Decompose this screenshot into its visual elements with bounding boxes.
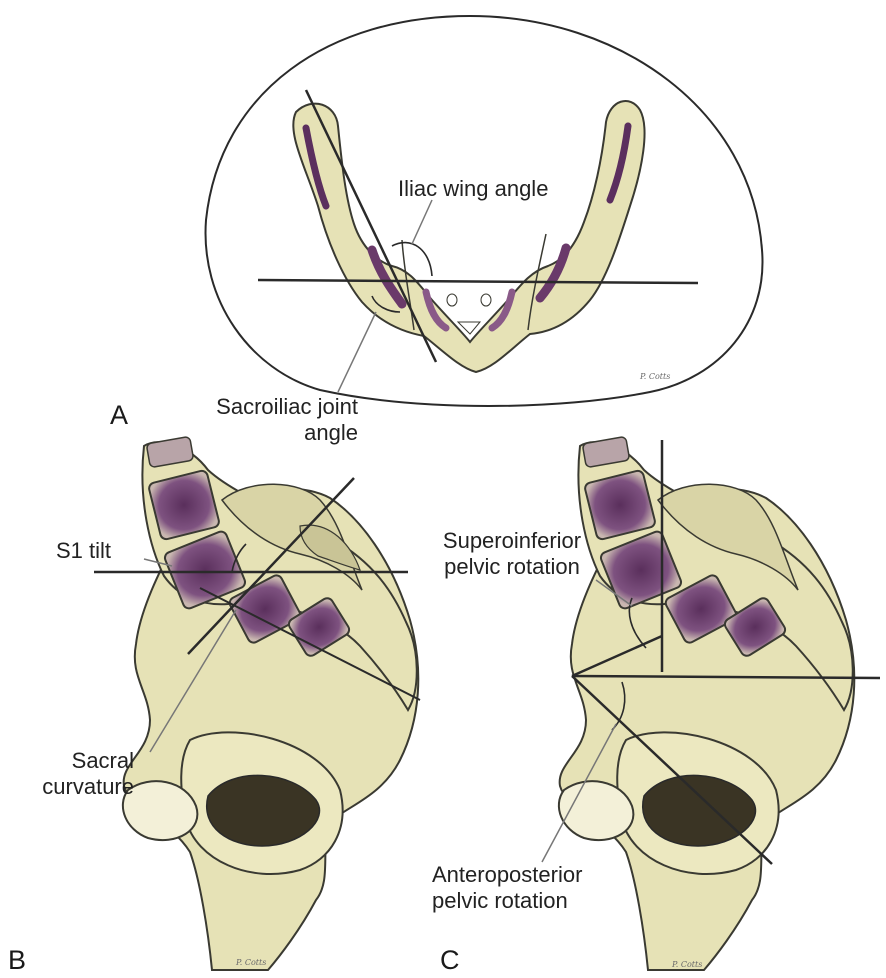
obturator-foramen-c	[641, 774, 757, 847]
sacroiliac-joint-right	[527, 233, 547, 331]
sacral-curvature-leader	[149, 609, 237, 753]
right-iliac-marrow	[606, 122, 632, 204]
sacral-body-marrow-right	[488, 288, 516, 332]
lumbar-posterior-elements-c	[656, 483, 799, 591]
sacroiliac-joint-left	[401, 239, 415, 331]
panel-c	[541, 436, 881, 971]
anteroposterior-label-line1: Anteroposterior	[432, 862, 583, 887]
superoinferior-rotation-arc	[628, 597, 647, 649]
iliac-wing-line	[304, 89, 438, 363]
panel-label-b: B	[8, 945, 27, 975]
sacroiliac-joint-angle-label-line2: angle	[304, 420, 358, 445]
s1-endplate-line	[187, 477, 355, 655]
vertebral-body-l5-c	[584, 469, 656, 541]
illustrator-signature-c: P. Cotts	[672, 960, 703, 969]
superoinferior-label-line1: Superoinferior	[442, 528, 582, 553]
sacral-foramen-left	[446, 293, 458, 307]
sacrum-cross-section	[292, 99, 646, 374]
horizontal-reference-line-c	[571, 674, 881, 680]
anteroposterior-leader	[541, 723, 617, 863]
s1-tilt-arc	[231, 543, 247, 573]
sacral-curvature-label-line2: curvature	[42, 774, 134, 799]
panel-label-c: C	[440, 945, 460, 975]
spinous-process-b	[299, 524, 361, 571]
sacroiliac-joint-angle-label-line1: Sacroiliac joint	[216, 394, 358, 419]
panel-label-a: A	[110, 400, 129, 430]
vertebral-body-s3-c	[723, 597, 787, 657]
anteroposterior-label-line2: pelvic rotation	[432, 888, 568, 913]
anteroposterior-rotation-line	[571, 675, 773, 865]
iliac-wing-angle-label: Iliac wing angle	[398, 176, 549, 201]
sacral-canal	[456, 321, 482, 335]
illustrator-signature-a: P. Cotts	[640, 372, 671, 381]
horizontal-reference-line-a	[257, 278, 699, 285]
panel-a	[204, 14, 764, 407]
obturator-foramen-b	[205, 774, 321, 847]
sacral-curvature-label: Sacral curvature	[24, 748, 134, 800]
vertebral-body-l5-b	[148, 469, 220, 541]
sacroiliac-joint-angle-label: Sacroiliac joint angle	[178, 394, 358, 446]
acetabulum-b	[121, 780, 199, 842]
superoinferior-leader	[595, 579, 633, 607]
vertebral-body-l4-b	[146, 436, 194, 468]
iliac-wing-angle-leader	[411, 199, 433, 245]
panel-b	[94, 436, 421, 971]
lumbar-posterior-elements-b	[220, 483, 363, 591]
superoinferior-rotation-line	[571, 634, 663, 678]
sacroiliac-joint-angle-arc	[371, 295, 401, 313]
sacral-foramen-right	[480, 293, 492, 307]
superoinferior-label-line2: pelvic rotation	[444, 554, 580, 579]
anteroposterior-rotation-label: Anteroposterior pelvic rotation	[432, 862, 632, 914]
left-iliac-marrow	[302, 124, 330, 210]
sacral-curvature-label-line1: Sacral	[71, 748, 134, 773]
s1-tilt-label: S1 tilt	[56, 538, 112, 563]
vertebral-body-l4-c	[582, 436, 630, 468]
sacral-body-marrow-left	[422, 288, 450, 332]
sacroiliac-joint-angle-leader	[337, 311, 377, 393]
right-sacroiliac-marrow	[535, 243, 571, 303]
illustrator-signature-b: P. Cotts	[236, 958, 267, 967]
vertebral-body-s2-c	[664, 574, 738, 644]
sacral-curvature-line	[199, 587, 421, 701]
s1-tilt-leader	[143, 558, 173, 567]
iliac-wing-angle-arc	[391, 241, 433, 277]
superoinferior-rotation-label: Superoinferior pelvic rotation	[420, 528, 604, 580]
